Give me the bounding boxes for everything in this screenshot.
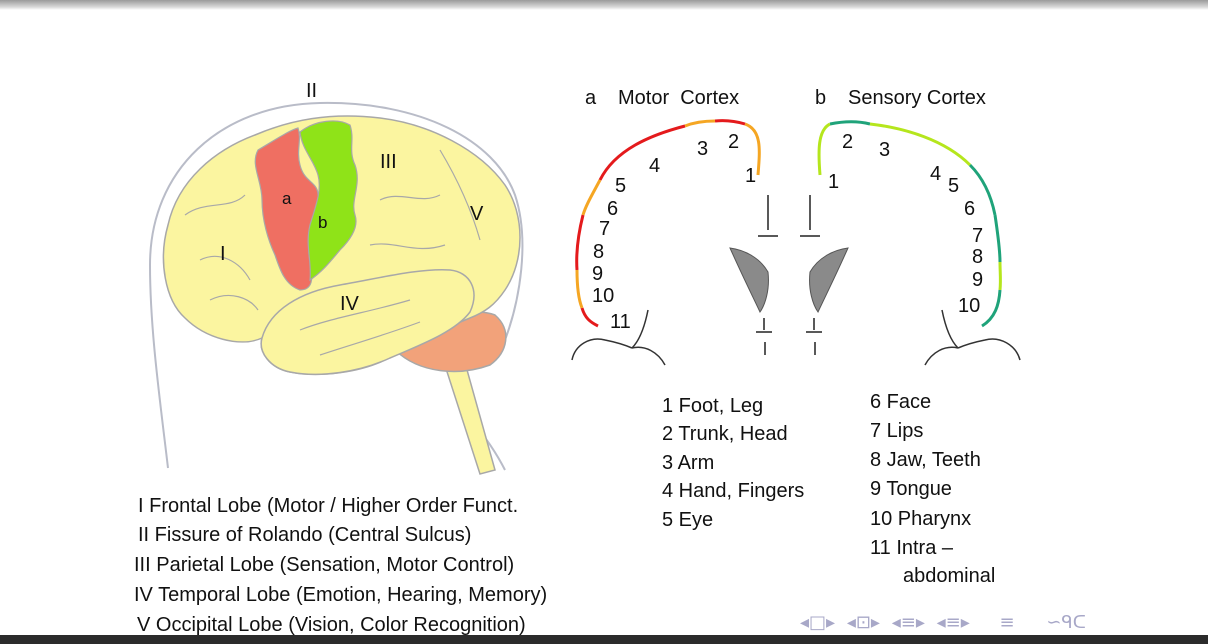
legend-left-2: 2 Trunk, Head (662, 424, 788, 444)
motor-arc-seg-7 (577, 270, 582, 308)
motor-number-2: 2 (728, 131, 739, 153)
legend-left-3: 3 Arm (662, 453, 714, 473)
sensory-arc-seg-2 (830, 122, 870, 124)
label-II: II (306, 80, 317, 102)
label-a: a (282, 189, 292, 208)
motor-arc-seg-6 (577, 215, 583, 270)
motor-number-1: 1 (745, 165, 756, 187)
motor-title: Motor Cortex (618, 87, 739, 109)
nav-prev-subsection-icon[interactable]: ◂≡▸ (892, 612, 925, 633)
nav-prev-section-icon[interactable]: ◂⊡▸ (847, 612, 880, 633)
sensory-title: Sensory Cortex (848, 87, 986, 109)
motor-number-11: 11 (610, 311, 631, 333)
legend-right-7: 7 Lips (870, 421, 923, 441)
motor-arc-seg-3 (685, 121, 715, 126)
motor-arc-seg-2 (715, 121, 745, 124)
legend-right-11: 11 Intra – (870, 538, 953, 558)
legend-right-6: 6 Face (870, 392, 931, 412)
motor-arc-seg-8 (582, 308, 598, 326)
sensory-arc-seg-7 (982, 290, 1000, 326)
motor-number-8: 8 (593, 241, 604, 263)
sensory-number-2: 2 (842, 131, 853, 153)
motor-number-6: 6 (607, 198, 618, 220)
nav-prev-slide-icon[interactable]: ◂≡▸ (937, 612, 970, 633)
sensory-number-5: 5 (948, 175, 959, 197)
label-IV: IV (340, 293, 360, 315)
sensory-number-7: 7 (972, 225, 983, 247)
motor-number-7: 7 (599, 218, 610, 240)
label-III: III (380, 151, 397, 173)
legend-left-4: 4 Hand, Fingers (662, 481, 804, 501)
sensory-number-8: 8 (972, 246, 983, 268)
motor-arc-seg-4 (600, 126, 685, 180)
sensory-number-10: 10 (958, 295, 980, 317)
lobe-legend-II: II Fissure of Rolando (Central Sulcus) (138, 525, 471, 545)
label-b: b (318, 213, 327, 232)
sensory-number-9: 9 (972, 269, 983, 291)
sensory-number-4: 4 (930, 163, 941, 185)
motor-number-10: 10 (592, 285, 614, 307)
lobe-legend-III: III Parietal Lobe (Sensation, Motor Cont… (134, 555, 514, 575)
lobe-legend-V: V Occipital Lobe (Vision, Color Recognit… (137, 615, 526, 635)
sensory-number-6: 6 (964, 198, 975, 220)
sensory-arc-seg-1 (819, 124, 830, 175)
motor-number-5: 5 (615, 175, 626, 197)
motor-number-3: 3 (697, 138, 708, 160)
sensory-title-letter: b (815, 87, 826, 109)
lobe-legend-I: I Frontal Lobe (Motor / Higher Order Fun… (138, 496, 518, 516)
label-V: V (470, 203, 484, 225)
nav-prev-frame-icon[interactable]: ◂□▸ (800, 612, 835, 633)
nav-align-icon[interactable]: ≡ (999, 612, 1014, 633)
slide-navigation: ◂□▸ ◂⊡▸ ◂≡▸ ◂≡▸ ≡ ∽ᑫᑕ (800, 612, 1092, 633)
motor-number-4: 4 (649, 155, 660, 177)
nav-search-icon[interactable]: ∽ᑫᑕ (1046, 612, 1086, 633)
sensory-number-3: 3 (879, 139, 890, 161)
motor-number-9: 9 (592, 263, 603, 285)
motor-arc-seg-5 (583, 180, 600, 215)
sensory-number-1: 1 (828, 171, 839, 193)
legend-right-11-cont: abdominal (903, 566, 995, 586)
right-ventricle (810, 248, 848, 312)
left-ventricle (730, 248, 768, 312)
legend-right-9: 9 Tongue (870, 479, 952, 499)
sensory-arc-seg-5 (995, 215, 1000, 262)
bottom-bar (0, 635, 1208, 644)
lobe-legend-IV: IV Temporal Lobe (Emotion, Hearing, Memo… (134, 585, 547, 605)
legend-right-8: 8 Jaw, Teeth (870, 450, 981, 470)
label-I: I (220, 243, 226, 265)
legend-left-1: 1 Foot, Leg (662, 396, 763, 416)
legend-left-5: 5 Eye (662, 510, 713, 530)
motor-title-letter: a (585, 87, 597, 109)
legend-right-10: 10 Pharynx (870, 509, 971, 529)
